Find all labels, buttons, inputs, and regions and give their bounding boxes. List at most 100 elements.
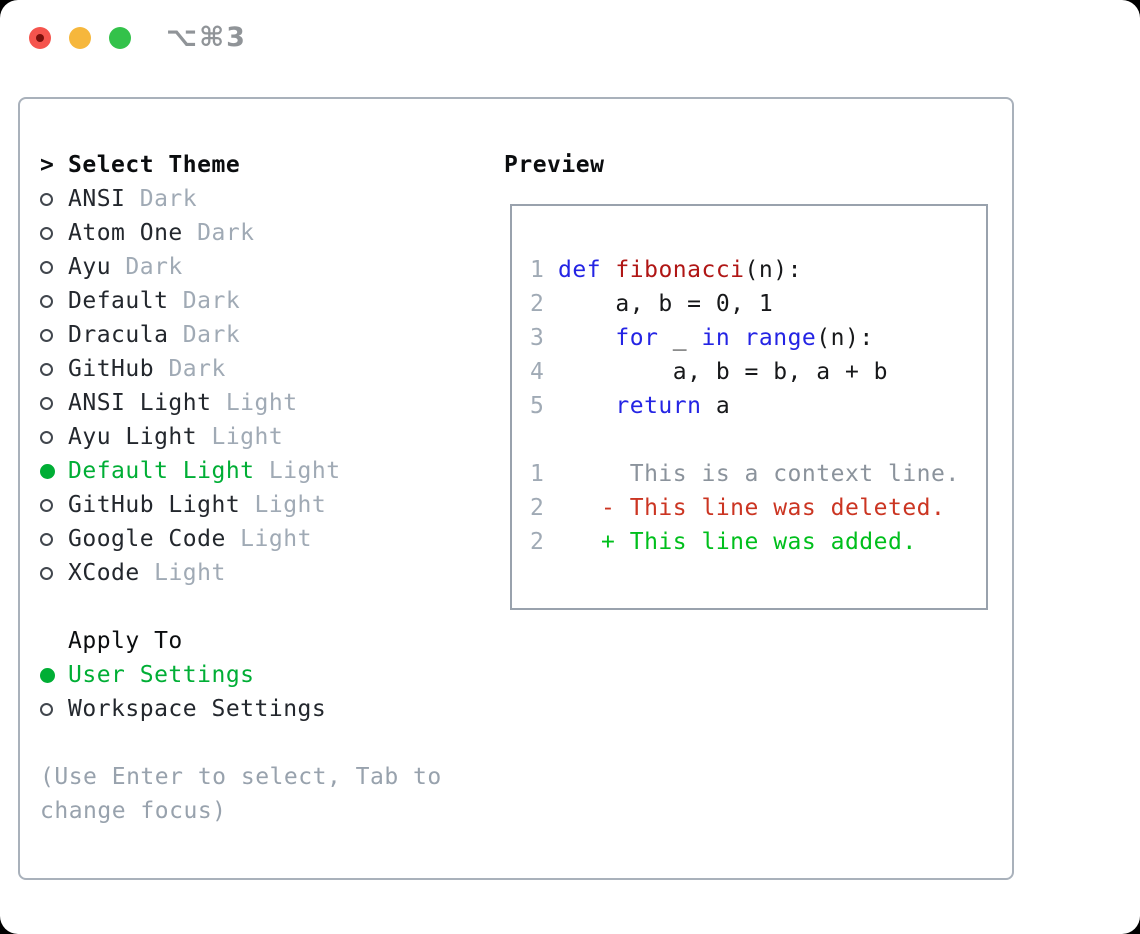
theme-option-ansi[interactable]: ANSI Dark	[40, 182, 484, 216]
prompt-icon: >	[40, 152, 55, 178]
apply-option-user-settings[interactable]: User Settings	[40, 658, 484, 692]
radio-circle	[40, 396, 53, 410]
theme-option-ayu-light[interactable]: Ayu Light Light	[40, 420, 484, 454]
radio-circle	[40, 463, 55, 479]
radio-icon	[40, 362, 68, 376]
theme-name: Atom One	[68, 220, 183, 246]
theme-name: ANSI Light	[68, 390, 212, 416]
window-title: ⌥⌘3	[166, 22, 247, 53]
radio-icon	[40, 260, 68, 274]
theme-variant-label: Light	[197, 424, 284, 450]
theme-name: Ayu Light	[68, 424, 198, 450]
radio-circle	[40, 667, 55, 683]
maximize-button[interactable]	[109, 27, 131, 49]
theme-list-header: > Select Theme	[40, 148, 484, 182]
radio-circle	[40, 192, 53, 206]
radio-icon	[40, 532, 68, 546]
radio-circle	[40, 294, 53, 308]
radio-icon	[40, 702, 68, 716]
theme-name: Google Code	[68, 526, 226, 552]
radio-icon	[40, 430, 68, 444]
radio-circle	[40, 328, 53, 342]
keyboard-hint: (Use Enter to select, Tab to change focu…	[40, 764, 442, 824]
code-token: for	[615, 325, 659, 351]
radio-icon	[40, 566, 68, 580]
radio-icon	[40, 192, 68, 206]
theme-variant-label: Dark	[182, 220, 255, 246]
code-line: 5 return a	[530, 389, 986, 423]
theme-option-ayu[interactable]: Ayu Dark	[40, 250, 484, 284]
code-token: return	[615, 393, 702, 419]
spacer	[40, 726, 484, 760]
line-text: a, b = b, a + b	[558, 355, 888, 389]
minimize-button[interactable]	[69, 27, 91, 49]
line-number: 4	[530, 359, 545, 385]
apply-option-label: User Settings	[68, 662, 255, 688]
theme-option-default[interactable]: Default Dark	[40, 284, 484, 318]
radio-circle	[40, 498, 53, 512]
radio-icon	[40, 396, 68, 410]
code-token: range	[744, 325, 817, 351]
close-button[interactable]	[29, 27, 51, 49]
theme-name: ANSI	[68, 186, 126, 212]
theme-variant-label: Light	[211, 390, 298, 416]
line-text: - This line was deleted.	[558, 491, 945, 525]
theme-option-ansi-light[interactable]: ANSI Light Light	[40, 386, 484, 420]
radio-circle	[40, 702, 53, 716]
line-number: 3	[530, 325, 545, 351]
code-line: 4 a, b = b, a + b	[530, 355, 986, 389]
theme-name: XCode	[68, 560, 140, 586]
code-token	[558, 393, 615, 419]
theme-variant-label: Light	[139, 560, 226, 586]
code-line: 3 for _ in range(n):	[530, 321, 986, 355]
theme-option-github[interactable]: GitHub Dark	[40, 352, 484, 386]
theme-option-dracula[interactable]: Dracula Dark	[40, 318, 484, 352]
theme-option-google-code[interactable]: Google Code Light	[40, 522, 484, 556]
theme-variant-label: Light	[254, 458, 341, 484]
theme-option-atom-one[interactable]: Atom One Dark	[40, 216, 484, 250]
line-text: def fibonacci(n):	[558, 253, 802, 287]
theme-variant-label: Dark	[168, 288, 241, 314]
radio-selected-icon	[40, 667, 68, 683]
line-number: 2	[530, 529, 545, 555]
theme-option-xcode[interactable]: XCode Light	[40, 556, 484, 590]
apply-to-title: Apply To	[68, 628, 183, 654]
code-token: a	[701, 393, 731, 419]
code-token: a, b = b, a + b	[558, 359, 888, 385]
theme-name: GitHub	[68, 356, 155, 382]
radio-circle	[40, 532, 53, 546]
diff-line: 2 + This line was added.	[530, 525, 986, 559]
code-token: _	[658, 325, 702, 351]
theme-name: GitHub Light	[68, 492, 241, 518]
radio-circle	[40, 226, 53, 240]
line-number: 2	[530, 291, 545, 317]
line-number: 5	[530, 393, 545, 419]
line-number: 2	[530, 495, 545, 521]
code-token: This is a context line.	[558, 461, 960, 487]
code-token: def	[558, 257, 602, 283]
line-text: a, b = 0, 1	[558, 287, 773, 321]
close-dot-icon	[36, 34, 44, 42]
theme-variant-label: Dark	[125, 186, 198, 212]
radio-icon	[40, 226, 68, 240]
theme-list-title: Select Theme	[68, 152, 241, 178]
code-token: - This line was deleted.	[558, 495, 946, 521]
theme-option-default-light[interactable]: Default Light Light	[40, 454, 484, 488]
theme-name: Default Light	[68, 458, 255, 484]
theme-name: Ayu	[68, 254, 112, 280]
theme-option-github-light[interactable]: GitHub Light Light	[40, 488, 484, 522]
line-text: for _ in range(n):	[558, 321, 874, 355]
radio-circle	[40, 362, 53, 376]
apply-option-workspace-settings[interactable]: Workspace Settings	[40, 692, 484, 726]
preview-title: Preview	[504, 152, 605, 178]
diff-line: 2 - This line was deleted.	[530, 491, 986, 525]
code-token: fibonacci	[615, 257, 745, 283]
spacer	[40, 590, 484, 624]
radio-circle	[40, 430, 53, 444]
code-token: + This line was added.	[558, 529, 917, 555]
line-text: + This line was added.	[558, 525, 917, 559]
code-token: (n):	[744, 257, 802, 283]
